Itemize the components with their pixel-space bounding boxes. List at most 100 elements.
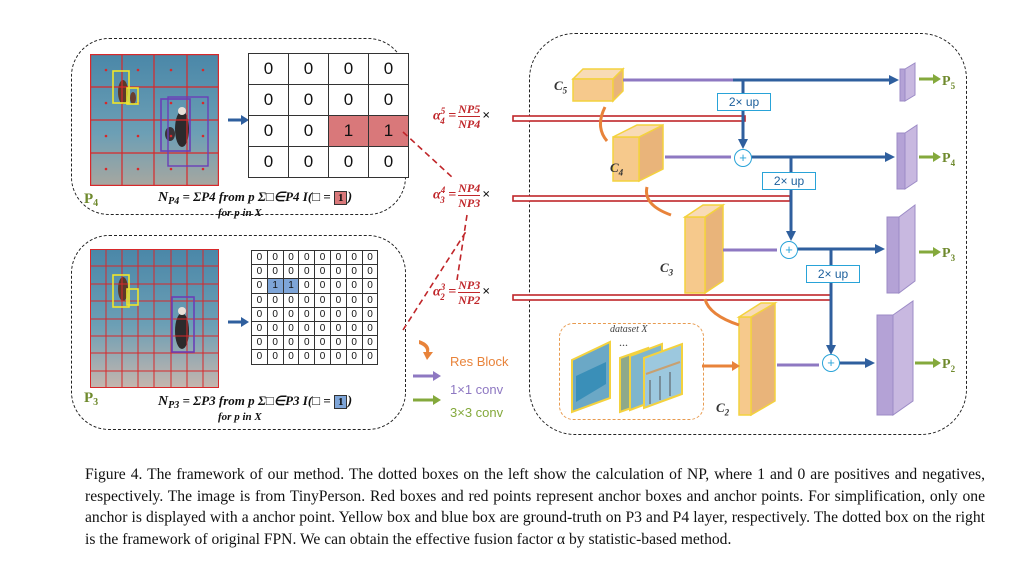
grid-cell: 0 <box>298 278 316 294</box>
grid-cell: 0 <box>329 349 347 365</box>
grid-cell: 0 <box>368 84 409 116</box>
grid-cell: 1 <box>368 115 409 147</box>
grid-cell: 0 <box>282 335 300 351</box>
grid-cell: 0 <box>266 335 284 351</box>
grid-cell: 0 <box>282 306 300 322</box>
dataset-x-label: dataset X <box>610 324 648 335</box>
grid-cell: 0 <box>314 249 331 266</box>
plus-node-p2: + <box>822 354 840 372</box>
grid-cell: 0 <box>361 278 379 294</box>
grid-cell: 0 <box>288 84 329 116</box>
dataset-ellipsis: ... <box>619 335 628 349</box>
grid-cell: 0 <box>248 146 289 178</box>
upsample-4-3-box: 2× up <box>762 172 816 190</box>
grid-cell: 0 <box>298 249 316 266</box>
grid-cell: 0 <box>345 320 363 337</box>
grid-cell: 0 <box>266 349 284 365</box>
grid-cell: 0 <box>361 292 379 308</box>
plus-node-p3: + <box>780 241 798 259</box>
grid-cell: 0 <box>298 306 316 322</box>
legend-1x1-conv: 1×1 conv <box>450 382 504 397</box>
grid-cell: 0 <box>314 292 331 308</box>
p3-label: P3 <box>84 390 99 408</box>
grid-cell: 0 <box>266 320 284 337</box>
grid-cell: 0 <box>345 306 363 322</box>
upsample-3-2-box: 2× up <box>806 265 860 283</box>
grid-cell: 0 <box>251 320 268 337</box>
grid-cell: 1 <box>328 115 369 147</box>
grid-cell: 0 <box>298 335 316 351</box>
grid-cell: 0 <box>345 292 363 308</box>
upsample-5-4-box: 2× up <box>717 93 771 111</box>
grid-cell: 0 <box>361 320 379 337</box>
beach-photo-p3 <box>90 249 219 388</box>
grid-cell: 0 <box>266 249 284 266</box>
grid-cell: 0 <box>282 349 300 365</box>
grid-cell: 0 <box>329 249 347 266</box>
arrow-to-grid-p4-icon <box>228 115 249 125</box>
grid-cell: 0 <box>251 292 268 308</box>
grid-cell: 0 <box>251 264 268 280</box>
grid-cell: 0 <box>328 84 369 116</box>
beach-photo-p4 <box>90 54 219 186</box>
grid-cell: 0 <box>361 335 379 351</box>
p2-output-label: P2 <box>942 357 956 374</box>
grid-cell: 0 <box>282 320 300 337</box>
c5-label: C5 <box>554 78 568 96</box>
grid-cell: 0 <box>266 264 284 280</box>
grid-cell: 0 <box>368 53 409 85</box>
grid-cell: 0 <box>314 320 331 337</box>
fpn-dotted-panel <box>529 33 967 435</box>
dataset-to-c2-arrow <box>702 361 740 371</box>
grid-cell: 0 <box>329 278 347 294</box>
grid-cell: 0 <box>288 115 329 147</box>
grid-cell: 0 <box>251 278 268 294</box>
grid-cell: 0 <box>282 292 300 308</box>
legend-3x3-conv: 3×3 conv <box>450 405 504 420</box>
grid-cell: 0 <box>298 264 316 280</box>
c3-label: C3 <box>660 260 674 278</box>
grid-cell: 0 <box>328 53 369 85</box>
arrow-to-grid-p3-icon <box>228 317 249 327</box>
grid-cell: 0 <box>251 249 268 266</box>
grid-cell: 0 <box>345 264 363 280</box>
grid-cell: 0 <box>314 349 331 365</box>
grid-cell: 0 <box>251 349 268 365</box>
grid-cell: 0 <box>288 146 329 178</box>
grid-cell: 0 <box>298 320 316 337</box>
legend-icons <box>413 340 441 405</box>
grid-cell: 0 <box>345 349 363 365</box>
grid-cell: 0 <box>361 249 379 266</box>
grid-cell: 0 <box>314 335 331 351</box>
grid-cell: 1 <box>282 278 300 294</box>
grid-cell: 0 <box>329 292 347 308</box>
grid-cell: 0 <box>345 335 363 351</box>
grid-cell: 0 <box>314 278 331 294</box>
grid-cell: 0 <box>361 349 379 365</box>
grid-cell: 0 <box>266 306 284 322</box>
p4-label: P4 <box>84 191 99 209</box>
grid-cell: 0 <box>282 249 300 266</box>
grid-cell: 0 <box>314 264 331 280</box>
grid-cell: 0 <box>298 349 316 365</box>
top-person-image <box>90 54 219 186</box>
np4-formula: NP4 = ΣP4 from p Σ□∈P4 I(□ = 1) for p in… <box>158 189 353 219</box>
grid-cell: 0 <box>345 249 363 266</box>
bottom-left-dotted-panel <box>71 235 406 430</box>
np3-formula: NP3 = ΣP3 from p Σ□∈P3 I(□ = 1) for p in… <box>158 393 353 423</box>
